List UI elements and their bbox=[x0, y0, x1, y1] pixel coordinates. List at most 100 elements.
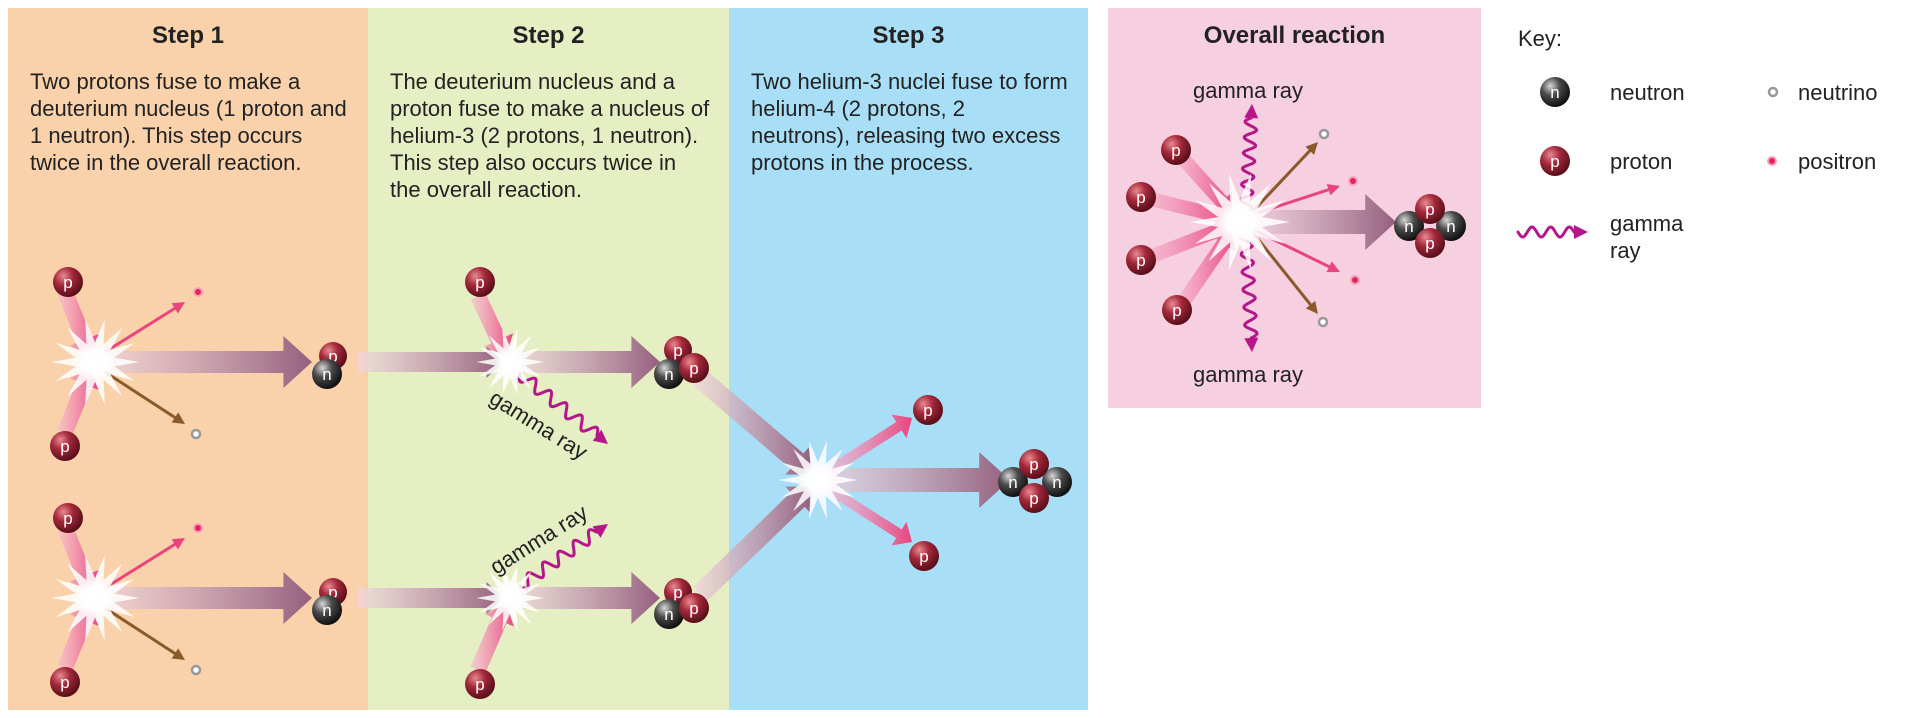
overall-proton-3: p bbox=[1126, 245, 1156, 275]
step2-row2-he3-neutron-letter: n bbox=[664, 605, 673, 624]
overall-neutrino-top bbox=[1318, 128, 1330, 140]
key-positron-icon bbox=[1767, 156, 1777, 166]
key-gamma-ray-icon-wave bbox=[1516, 225, 1576, 239]
key-gamma-ray-icon-head bbox=[1574, 225, 1588, 239]
step2-row1-gamma-arrow-wave bbox=[517, 372, 600, 437]
step3-he4-neutron-left-letter: n bbox=[1008, 473, 1017, 492]
step1-row1-proton-top-letter: p bbox=[63, 273, 72, 292]
overall-he4-neutron-left-letter: n bbox=[1404, 217, 1413, 236]
step2-row1-he3-proton-b-sphere bbox=[679, 353, 709, 383]
step1-row1-neutrino-arrow bbox=[103, 370, 185, 424]
step2-row2-burst bbox=[476, 564, 544, 632]
overall-neutrino-arrow-bottom-head bbox=[1305, 300, 1318, 314]
overall-main-arrow bbox=[1240, 194, 1396, 250]
overall-proton-4-letter: p bbox=[1172, 301, 1181, 320]
overall-he4-neutron-left-sphere bbox=[1394, 211, 1424, 241]
step2-row2-burst-core bbox=[494, 582, 526, 614]
overall-he4-proton-bottom: p bbox=[1415, 228, 1445, 258]
step1-row1-proton-top-sphere bbox=[53, 267, 83, 297]
key-gamma-ray-icon bbox=[1516, 225, 1588, 239]
step1-row2-burst-core bbox=[75, 578, 115, 618]
step1-row2-deuterium-neutron-sphere bbox=[312, 595, 342, 625]
overall-neutrino-arrow-bottom-line bbox=[1252, 232, 1313, 307]
step2-row2-he3-proton-a-letter: p bbox=[673, 583, 682, 602]
step3-released-proton-top: p bbox=[913, 395, 943, 425]
step1-row2-main-arrow bbox=[95, 572, 312, 624]
step2-row1-burst-core bbox=[494, 346, 526, 378]
step3-he4-proton-bottom-sphere bbox=[1019, 483, 1049, 513]
overall-burst bbox=[1190, 173, 1290, 271]
step1-row2-proton-top-sphere bbox=[53, 503, 83, 533]
overall-gamma-arrow-top-head bbox=[1244, 104, 1259, 119]
step3-he4-neutron-right: n bbox=[1042, 467, 1072, 497]
step1-row2-neutrino-arrow-head bbox=[171, 648, 185, 660]
step1-row1-deuterium-neutron: n bbox=[312, 359, 342, 389]
step1-row2-neutrino-arrow bbox=[103, 606, 185, 660]
overall-proton-1-sphere bbox=[1161, 135, 1191, 165]
step2-row1-he3-proton-a-letter: p bbox=[673, 341, 682, 360]
step2-row2-he3-neutron: n bbox=[654, 599, 684, 629]
step2-row2-he3-neutron-sphere bbox=[654, 599, 684, 629]
step3-released-proton-bottom-sphere bbox=[909, 541, 939, 571]
step2-row1-proton-sphere bbox=[465, 267, 495, 297]
key-proton-label: proton bbox=[1610, 149, 1673, 174]
key-proton-icon-letter: p bbox=[1550, 152, 1559, 171]
step1-row1-positron bbox=[193, 287, 203, 297]
overall-gamma-ray-label-top: gamma ray bbox=[1193, 78, 1303, 103]
step1-row2-positron-arrow-line bbox=[103, 542, 177, 590]
overall-he4-proton-top-letter: p bbox=[1425, 200, 1434, 219]
key-proton-icon: p bbox=[1540, 146, 1570, 176]
step2-row2-gamma-arrow-head bbox=[592, 524, 608, 538]
step1-row1-deuterium-proton-letter: p bbox=[328, 347, 337, 366]
overall-positron-top bbox=[1348, 176, 1358, 186]
step3-he4-neutron-right-sphere bbox=[1042, 467, 1072, 497]
step3-he4-neutron-left: n bbox=[998, 467, 1028, 497]
step2-row1-he3-proton-b-letter: p bbox=[689, 359, 698, 378]
step3-he4-proton-top-sphere bbox=[1019, 449, 1049, 479]
overall-he4-proton-bottom-sphere bbox=[1415, 228, 1445, 258]
overall-proton-1-letter: p bbox=[1171, 141, 1180, 160]
step1-row1-proton-bottom-letter: p bbox=[60, 437, 69, 456]
step3-released-proton-top-letter: p bbox=[923, 401, 932, 420]
key-neutron-icon-sphere bbox=[1540, 77, 1570, 107]
step2-row2-he3-proton-b-letter: p bbox=[689, 599, 698, 618]
step3-released-proton-bottom-letter: p bbox=[919, 547, 928, 566]
step1-row2-positron-arrow-head bbox=[171, 538, 185, 550]
step1-row1-positron-arrow-head bbox=[171, 302, 185, 314]
step2-row1-he3-neutron-letter: n bbox=[664, 365, 673, 384]
overall-reaction-title: Overall reaction bbox=[1203, 22, 1386, 49]
step1-row2-positron-arrow bbox=[103, 538, 185, 590]
overall-proton-3-letter: p bbox=[1136, 251, 1145, 270]
key-proton-icon-sphere bbox=[1540, 146, 1570, 176]
step1-row1-burst-core bbox=[75, 342, 115, 382]
overall-neutrino-bottom bbox=[1317, 316, 1329, 328]
step1-row2-neutrino bbox=[190, 664, 202, 676]
overall-proton-4-sphere bbox=[1162, 295, 1192, 325]
step3-he4-proton-bottom-letter: p bbox=[1029, 489, 1038, 508]
step3-he3-in-top bbox=[693, 370, 812, 475]
reaction-arrows bbox=[57, 104, 1396, 674]
step3-released-proton-top-sphere bbox=[913, 395, 943, 425]
step1-row2-deuterium-neutron-letter: n bbox=[322, 601, 331, 620]
overall-positron-bottom bbox=[1350, 275, 1360, 285]
overall-proton-in-3 bbox=[1139, 217, 1232, 267]
overall-burst-core bbox=[1217, 199, 1263, 245]
step2-row1-gamma-arrow-head bbox=[592, 429, 608, 444]
overall-proton-1: p bbox=[1161, 135, 1191, 165]
overall-he4-proton-bottom-letter: p bbox=[1425, 234, 1434, 253]
step1-row2-proton-bottom-letter: p bbox=[60, 673, 69, 692]
step1-row1-deuterium-neutron-letter: n bbox=[322, 365, 331, 384]
step2-row2-proton-sphere bbox=[465, 669, 495, 699]
step1-row1-burst bbox=[51, 319, 139, 405]
key-positron-label: positron bbox=[1798, 149, 1877, 174]
key-neutrino-icon bbox=[1767, 86, 1779, 98]
step3-proton-out-bottom bbox=[821, 481, 912, 546]
step1-row1-proton-top: p bbox=[53, 267, 83, 297]
step1-row2-deuterium-proton-letter: p bbox=[328, 583, 337, 602]
overall-gamma-ray-label-bottom: gamma ray bbox=[1193, 362, 1303, 387]
step2-title: Step 2 bbox=[512, 22, 585, 49]
overall-gamma-arrow-bottom-head bbox=[1244, 337, 1259, 352]
step2-row1-proton: p bbox=[465, 267, 495, 297]
overall-he4-neutron-left: n bbox=[1394, 211, 1424, 241]
